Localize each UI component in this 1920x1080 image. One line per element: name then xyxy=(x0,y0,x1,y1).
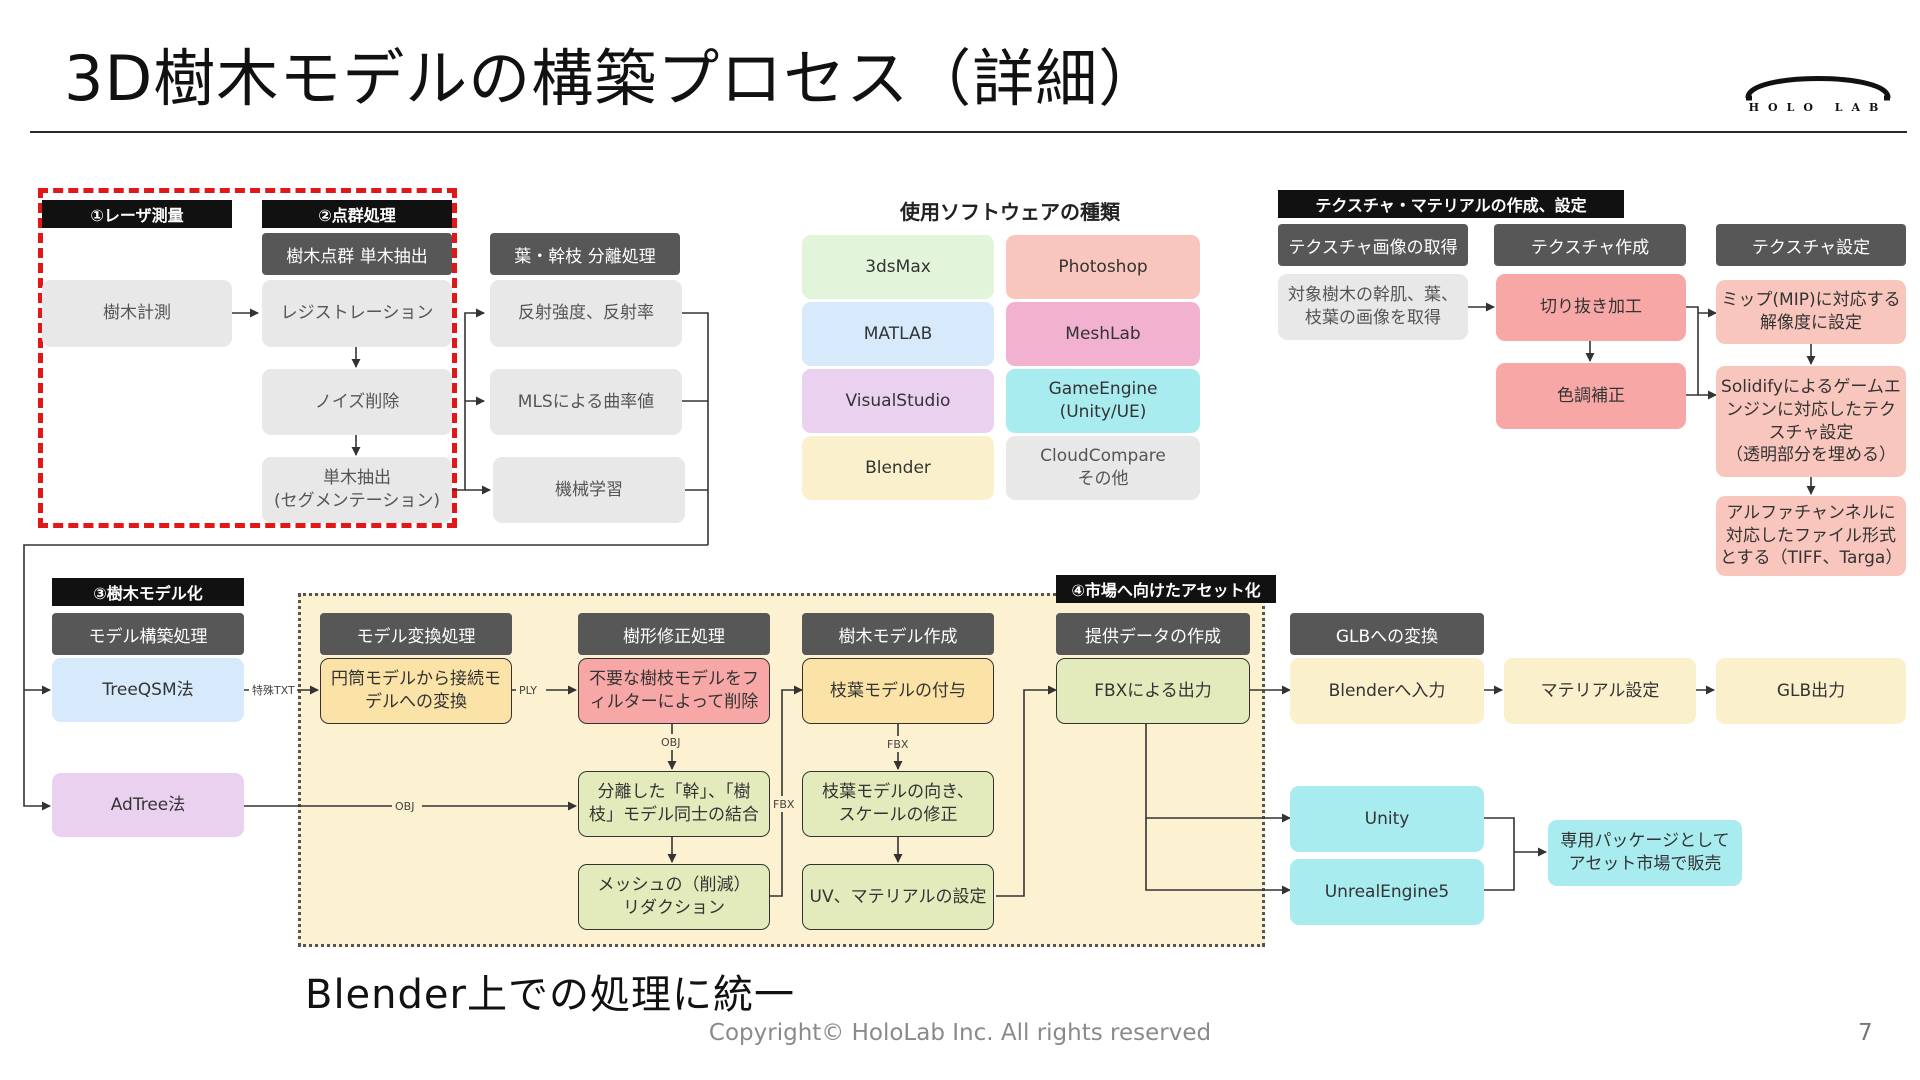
header-tex-image: テクスチャ画像の取得 xyxy=(1278,224,1468,266)
node-unreal: UnrealEngine5 xyxy=(1290,859,1484,925)
header-model-construct: モデル構築処理 xyxy=(52,613,244,655)
software-visualstudio: VisualStudio xyxy=(802,369,994,433)
header-shape-fix: 樹形修正処理 xyxy=(578,613,770,655)
stage-label-asset: ④市場へ向けたアセット化 xyxy=(1056,575,1276,603)
node-combine: 分離した「幹」、「樹 枝」モデル同士の結合 xyxy=(578,771,770,837)
software-photoshop: Photoshop xyxy=(1006,235,1200,299)
node-unity: Unity xyxy=(1290,786,1484,852)
edge-to-adtree xyxy=(23,544,708,811)
slide-title: 3D樹木モデルの構築プロセス（詳細） xyxy=(64,42,1162,115)
page-number: 7 xyxy=(1858,1020,1873,1046)
node-tex-acquire: 対象樹木の幹肌、葉、 枝葉の画像を取得 xyxy=(1278,274,1468,340)
node-leaf-orient: 枝葉モデルの向き、 スケールの修正 xyxy=(802,771,994,837)
header-glb-convert: GLBへの変換 xyxy=(1290,613,1484,655)
stage-label-laser: ①レーザ測量 xyxy=(42,200,232,228)
edge-label-obj-long: OBJ xyxy=(395,800,414,813)
node-material-setting: マテリアル設定 xyxy=(1504,658,1696,724)
edge-reduce-leafadd xyxy=(770,685,803,897)
node-sell-package: 専用パッケージとして アセット市場で販売 xyxy=(1548,820,1742,886)
software-gameengine: GameEngine (Unity/UE) xyxy=(1006,369,1200,433)
hololab-logo xyxy=(1745,76,1891,101)
edge-label-ply: PLY xyxy=(519,684,537,697)
header-single-tree-extract: 樹木点群 単木抽出 xyxy=(262,233,452,275)
software-3dsmax: 3dsMax xyxy=(802,235,994,299)
node-alpha: アルファチャンネルに 対応したファイル形式 とする（TIFF、Targa） xyxy=(1716,496,1906,576)
header-tree-model-create: 樹木モデル作成 xyxy=(802,613,994,655)
edge-fbx-unity xyxy=(1145,724,1291,823)
node-uv-material: UV、マテリアルの設定 xyxy=(802,864,994,930)
edge-reflect-out xyxy=(682,312,709,545)
blender-unify-caption: Blender上での処理に統一 xyxy=(305,972,795,1018)
node-filter-delete: 不要な樹枝モデルをフ ィルターによって削除 xyxy=(578,658,770,724)
node-ml: 機械学習 xyxy=(493,457,685,523)
node-mesh-reduce: メッシュの（削減） リダクション xyxy=(578,864,770,930)
edge-engines-join xyxy=(1484,817,1515,891)
edge-label-fbx-up: FBX xyxy=(773,798,795,811)
header-provide-data: 提供データの作成 xyxy=(1056,613,1250,655)
header-leaf-branch-sep: 葉・幹枝 分離処理 xyxy=(490,233,680,275)
stage-label-treemodel: ③樹木モデル化 xyxy=(52,578,244,606)
node-leaf-add: 枝葉モデルの付与 xyxy=(802,658,994,724)
stage-label-pointcloud: ②点群処理 xyxy=(262,200,452,228)
header-tex-setting: テクスチャ設定 xyxy=(1716,224,1906,266)
node-treeqsm: TreeQSM法 xyxy=(52,658,244,722)
header-model-convert: モデル変換処理 xyxy=(320,613,512,655)
stage-label-texture: テクスチャ・マテリアルの作成、設定 xyxy=(1278,190,1624,218)
edge-label-obj-down: OBJ xyxy=(661,736,680,749)
node-solidify: Solidifyによるゲームエ ンジンに対応したテク スチャ設定 （透明部分を埋… xyxy=(1716,366,1906,477)
copyright: Copyright© HoloLab Inc. All rights reser… xyxy=(708,1020,1212,1046)
node-fbx-output: FBXによる出力 xyxy=(1056,658,1250,724)
node-adtree: AdTree法 xyxy=(52,773,244,837)
edge-uv-fbx xyxy=(996,685,1057,897)
node-registration: レジストレーション xyxy=(262,280,452,347)
node-color-correct: 色調補正 xyxy=(1496,363,1686,429)
node-cylinder-convert: 円筒モデルから接続モ デルへの変換 xyxy=(320,658,512,724)
header-tex-create: テクスチャ作成 xyxy=(1494,224,1686,266)
node-tree-measure: 樹木計測 xyxy=(42,280,232,347)
node-blender-import: Blenderへ入力 xyxy=(1290,658,1484,724)
node-segmentation: 単木抽出 (セグメンテーション) xyxy=(262,457,452,523)
software-legend-title: 使用ソフトウェアの種類 xyxy=(900,200,1120,224)
node-noise-removal: ノイズ削除 xyxy=(262,369,452,435)
title-divider xyxy=(30,131,1907,133)
node-cutout: 切り抜き加工 xyxy=(1496,274,1686,341)
edge-fbx-unreal xyxy=(1145,818,1291,895)
edge-tex-join xyxy=(1684,306,1699,396)
node-mls: MLSによる曲率値 xyxy=(490,369,682,435)
software-matlab: MATLAB xyxy=(802,302,994,366)
node-glb-output: GLB出力 xyxy=(1716,658,1906,724)
software-cloudcompare: CloudCompare その他 xyxy=(1006,436,1200,500)
software-meshlab: MeshLab xyxy=(1006,302,1200,366)
edge-label-fbx-down: FBX xyxy=(887,738,909,751)
laser-pointcloud-highlight xyxy=(38,188,457,528)
node-mip: ミップ(MIP)に対応する 解像度に設定 xyxy=(1716,280,1906,344)
edge-label-special-txt: 特殊TXT xyxy=(252,683,295,697)
node-reflect: 反射強度、反射率 xyxy=(490,280,682,347)
software-blender: Blender xyxy=(802,436,994,500)
logo-text: HOLO LAB xyxy=(1748,101,1888,114)
